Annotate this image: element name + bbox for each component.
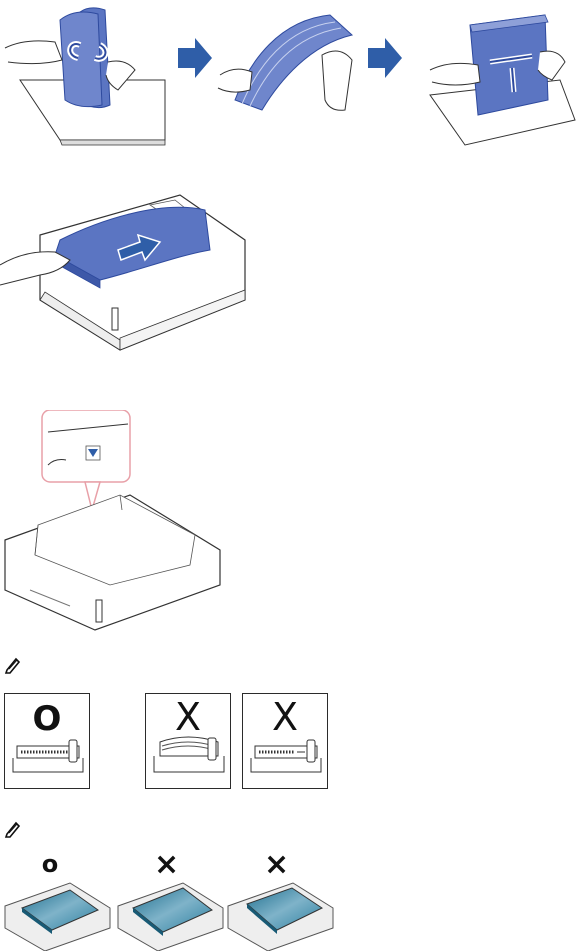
note2-tray-row: [0, 878, 340, 951]
tray-correct: [5, 883, 110, 951]
wrong-mark-x: ×: [264, 850, 288, 880]
note1-wrong-panel-2: X: [242, 693, 328, 789]
tray-guide-icon: [5, 694, 89, 788]
paper-level-figure: [0, 410, 230, 635]
step-arrow-icon: [178, 38, 212, 78]
correct-mark-o: o: [38, 852, 62, 876]
fan-paper-figure: [0, 0, 585, 150]
note1-correct-panel: O: [4, 693, 90, 789]
align-paper-panel: [430, 15, 575, 145]
misaligned-guide-icon: [243, 694, 327, 788]
step-arrow-icon: [368, 38, 402, 78]
flex-paper-panel: [5, 8, 165, 145]
note-pencil-icon: [4, 656, 22, 674]
wrong-mark-x: ×: [154, 850, 178, 880]
tray-wrong-1: [118, 883, 223, 951]
note-pencil-icon: [4, 820, 22, 838]
note1-wrong-panel-1: X: [145, 693, 231, 789]
fan-paper-panel: [218, 15, 352, 110]
tray-wrong-2: [228, 883, 333, 951]
load-paper-tray-figure: [0, 180, 260, 355]
curled-paper-icon: [146, 694, 230, 788]
